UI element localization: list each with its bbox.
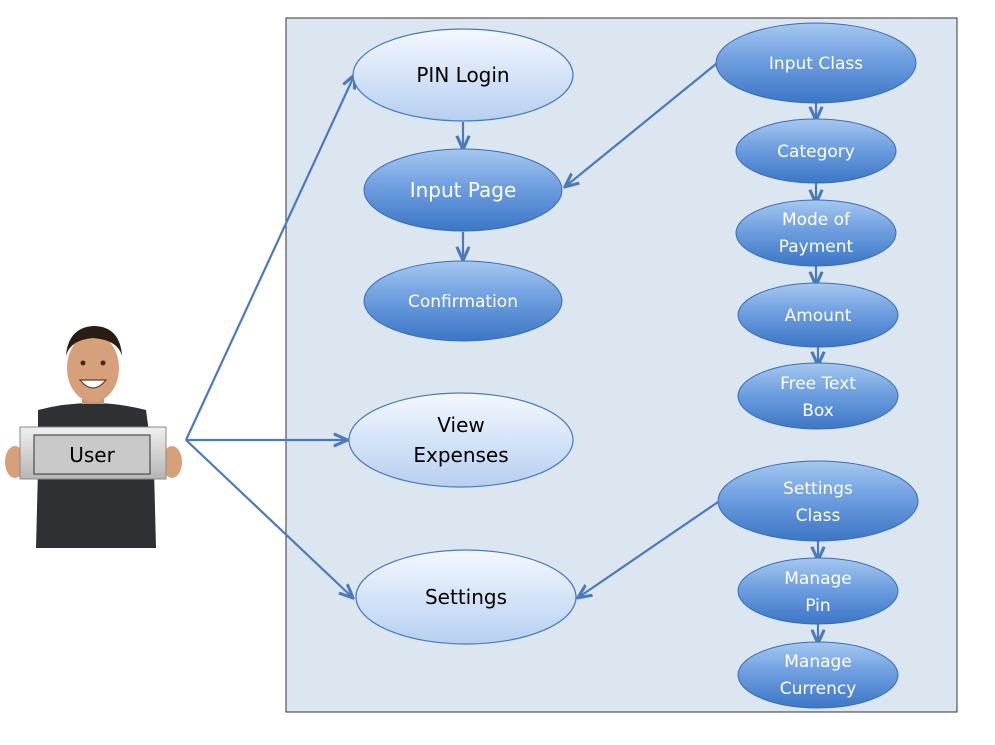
label-manage-currency-1: Manage bbox=[784, 652, 852, 672]
class-input-class bbox=[715, 22, 917, 104]
label-free-text-2: Box bbox=[802, 401, 834, 421]
usecase-view-expenses bbox=[348, 392, 574, 488]
label-view-expenses-2: Expenses bbox=[413, 443, 508, 467]
label-confirmation: Confirmation bbox=[408, 292, 518, 312]
usecase-free-text-box bbox=[737, 362, 899, 430]
label-manage-pin-2: Pin bbox=[805, 596, 830, 616]
edge-user-pinlogin bbox=[185, 76, 354, 441]
label-input-class: Input Class bbox=[769, 54, 863, 74]
label-settings-class-1: Settings bbox=[783, 479, 853, 499]
label-input-page: Input Page bbox=[410, 178, 517, 202]
edge-inputclass-inputpage bbox=[566, 63, 717, 186]
label-pin-login: PIN Login bbox=[416, 63, 509, 87]
user-actor bbox=[5, 326, 182, 548]
actor-head bbox=[67, 334, 119, 402]
actor-label: User bbox=[69, 443, 115, 467]
usecase-confirmation bbox=[363, 260, 563, 342]
label-manage-currency-2: Currency bbox=[780, 679, 857, 699]
label-category: Category bbox=[777, 142, 855, 162]
usecase-pin-login bbox=[352, 28, 574, 122]
label-mode-2: Payment bbox=[779, 237, 854, 257]
label-free-text-1: Free Text bbox=[780, 374, 856, 394]
usecase-manage-pin bbox=[737, 557, 899, 625]
edge-settingsclass-settings bbox=[579, 501, 719, 597]
class-settings-class bbox=[717, 460, 919, 542]
usecase-settings bbox=[355, 549, 577, 645]
label-settings: Settings bbox=[425, 585, 507, 609]
usecase-category bbox=[735, 118, 897, 184]
label-settings-class-2: Class bbox=[796, 506, 841, 526]
connectors bbox=[185, 63, 818, 642]
edge-user-settings bbox=[185, 439, 352, 597]
label-manage-pin-1: Manage bbox=[784, 569, 852, 589]
label-view-expenses-1: View bbox=[437, 413, 484, 437]
label-amount: Amount bbox=[785, 306, 852, 326]
usecase-mode-of-payment bbox=[735, 199, 897, 267]
usecase-amount bbox=[737, 282, 899, 348]
usecase-manage-currency bbox=[737, 641, 899, 709]
label-mode-1: Mode of bbox=[782, 210, 851, 230]
usecase-input-page bbox=[363, 148, 563, 232]
